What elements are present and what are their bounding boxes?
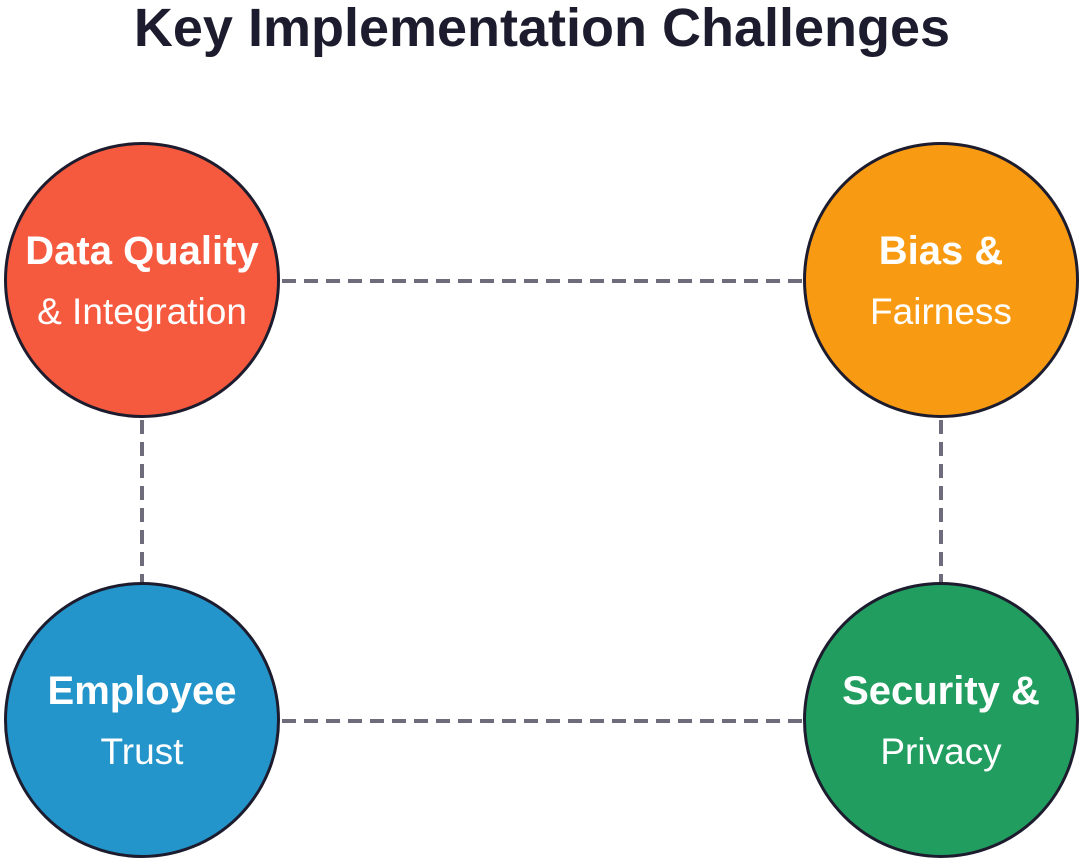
- node-data-quality: Data Quality & Integration: [4, 142, 280, 418]
- node-data-quality-title: Data Quality: [25, 228, 259, 273]
- node-bias-fairness: Bias & Fairness: [803, 142, 1079, 418]
- diagram-title: Key Implementation Challenges: [133, 0, 951, 58]
- node-security-privacy-subtitle: Privacy: [880, 730, 1002, 772]
- node-employee-trust-title: Employee: [47, 668, 237, 713]
- node-employee-trust: Employee Trust: [4, 582, 280, 858]
- node-security-privacy: Security & Privacy: [803, 582, 1079, 858]
- node-bias-fairness-subtitle: Fairness: [870, 290, 1012, 332]
- node-bias-fairness-title: Bias &: [878, 228, 1004, 273]
- node-security-privacy-title: Security &: [842, 668, 1040, 713]
- node-data-quality-subtitle: & Integration: [37, 290, 247, 332]
- node-employee-trust-subtitle: Trust: [100, 730, 184, 772]
